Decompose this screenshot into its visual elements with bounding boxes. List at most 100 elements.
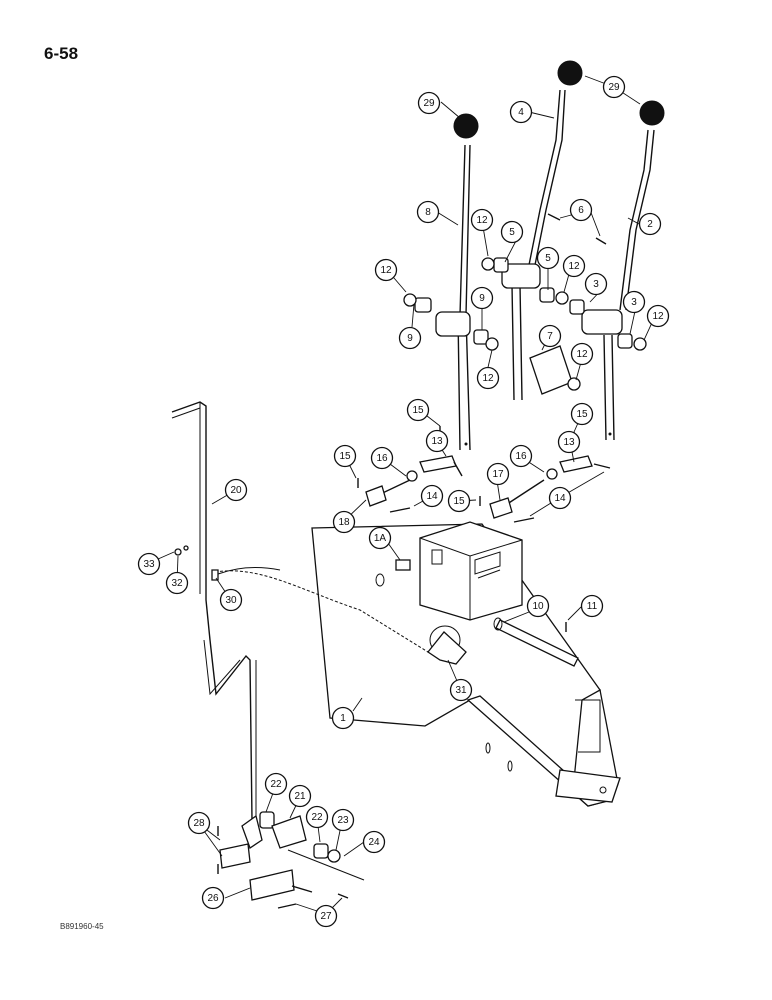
callout-circle (224, 478, 248, 502)
callout-label: 26 (207, 893, 219, 904)
knob (453, 113, 479, 139)
callout-17: 17 (486, 462, 510, 486)
callout-27: 27 (314, 904, 338, 928)
callout-label: 9 (407, 333, 413, 344)
callout-circle (314, 904, 338, 928)
callout-label: 20 (230, 485, 242, 496)
callout-label: 30 (225, 595, 237, 606)
callout-circle (646, 304, 670, 328)
callout-circle (219, 588, 243, 612)
callout-circle (398, 326, 422, 350)
callout-3: 3 (622, 290, 646, 314)
callout-circle (500, 220, 524, 244)
callout-circle (570, 342, 594, 366)
switch-box (419, 521, 523, 621)
callout-label: 28 (193, 818, 205, 829)
callout-circle (264, 772, 288, 796)
callout-label: 29 (423, 98, 435, 109)
callout-label: 18 (338, 517, 350, 528)
callout-label: 13 (563, 437, 575, 448)
plate-slot (485, 742, 491, 754)
knob (639, 100, 665, 126)
callout-label: 33 (143, 559, 155, 570)
callout-circle (638, 212, 662, 236)
bushings-washers (403, 257, 647, 391)
callout-label: 5 (545, 253, 551, 264)
callout-label: 17 (492, 469, 504, 480)
callout-label: 29 (608, 82, 620, 93)
knob (557, 60, 583, 86)
callout-16: 16 (370, 446, 394, 470)
callout-31: 31 (449, 678, 473, 702)
callout-12: 12 (374, 258, 398, 282)
callout-12: 12 (562, 254, 586, 278)
callout-24: 24 (362, 830, 386, 854)
callout-32: 32 (165, 571, 189, 595)
callout-label: 15 (412, 405, 424, 416)
callout-circle (538, 324, 562, 348)
callout-circle (417, 91, 441, 115)
callout-label: 24 (368, 837, 380, 848)
callout-label: 32 (171, 578, 183, 589)
callout-5: 5 (536, 246, 560, 270)
callout-circle (370, 446, 394, 470)
callout-circle (622, 290, 646, 314)
callout-29: 29 (417, 91, 441, 115)
callout-circle (602, 75, 626, 99)
page-number: 6-58 (44, 44, 79, 63)
callout-3: 3 (584, 272, 608, 296)
callout-circle (580, 594, 604, 618)
callout-2: 2 (638, 212, 662, 236)
callout-label: 12 (380, 265, 392, 276)
callout-9: 9 (470, 286, 494, 310)
callout-23: 23 (331, 808, 355, 832)
callout-circle (137, 552, 161, 576)
callout-label: 15 (339, 451, 351, 462)
callout-26: 26 (201, 886, 225, 910)
callout-circle (374, 258, 398, 282)
callout-33: 33 (137, 552, 161, 576)
callout-circle (476, 366, 500, 390)
callout-label: 22 (311, 812, 323, 823)
callout-9: 9 (398, 326, 422, 350)
callout-circle (201, 886, 225, 910)
callout-circle (509, 444, 533, 468)
callout-label: 15 (576, 409, 588, 420)
callout-7: 7 (538, 324, 562, 348)
callout-29: 29 (602, 75, 626, 99)
callout-label: 12 (652, 311, 664, 322)
callout-circle (557, 430, 581, 454)
callout-circle (406, 398, 430, 422)
callout-label: 1A (374, 533, 387, 544)
callout-label: 5 (509, 227, 515, 238)
callout-circle (331, 706, 355, 730)
callout-11: 11 (580, 594, 604, 618)
callout-circle (332, 510, 356, 534)
figure-code: B891960-45 (60, 922, 104, 931)
callout-18: 18 (332, 510, 356, 534)
callout-circle (470, 208, 494, 232)
callout-label: 12 (568, 261, 580, 272)
callout-circle (165, 571, 189, 595)
callout-15: 15 (447, 489, 471, 513)
parts-artwork (171, 60, 665, 909)
plate-slot (375, 573, 385, 587)
callout-circle (584, 272, 608, 296)
callout-label: 12 (576, 349, 588, 360)
callout-circle (425, 429, 449, 453)
callout-circle (449, 678, 473, 702)
callout-label: 3 (593, 279, 599, 290)
callout-circle (509, 100, 533, 124)
callout-28: 28 (187, 811, 211, 835)
callout-6: 6 (569, 198, 593, 222)
callout-label: 14 (426, 491, 438, 502)
clevis-assembly-left (365, 455, 463, 513)
callout-circle (536, 246, 560, 270)
callout-1: 1 (331, 706, 355, 730)
plate-slot (507, 760, 513, 772)
callout-14: 14 (548, 486, 572, 510)
callout-label: 16 (376, 453, 388, 464)
washer (183, 545, 189, 551)
callout-12: 12 (646, 304, 670, 328)
